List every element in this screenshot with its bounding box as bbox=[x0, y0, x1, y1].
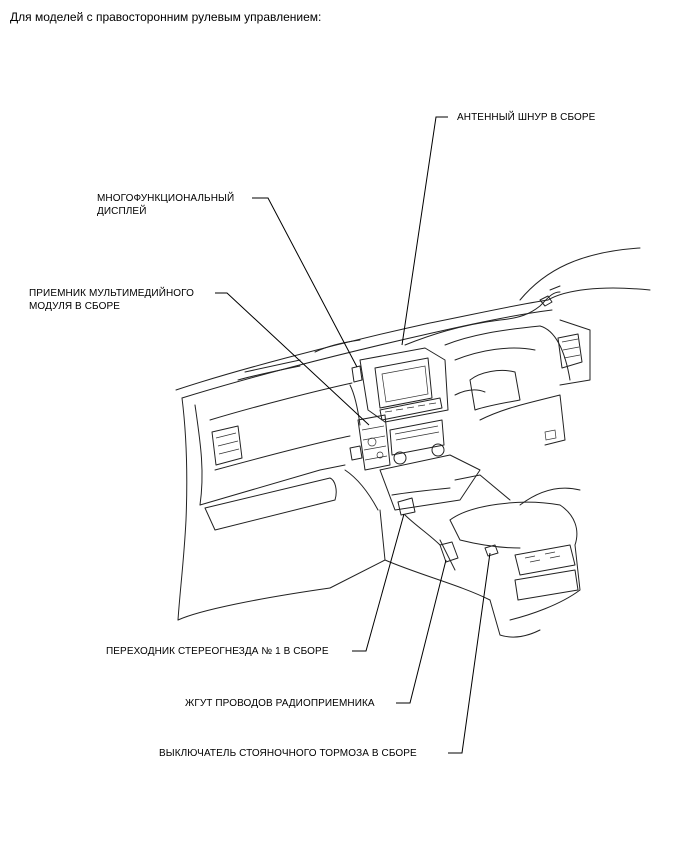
label-multifunction-display: МНОГОФУНКЦИОНАЛЬНЫЙ ДИСПЛЕЙ bbox=[97, 192, 234, 218]
label-multimedia-receiver-line1: ПРИЕМНИК МУЛЬТИМЕДИЙНОГО bbox=[29, 288, 195, 299]
label-multifunction-display-line1: МНОГОФУНКЦИОНАЛЬНЫЙ bbox=[97, 193, 235, 204]
label-radio-wire-harness: ЖГУТ ПРОВОДОВ РАДИОПРИЕМНИКА bbox=[185, 698, 375, 709]
leader-lines bbox=[215, 116, 491, 754]
antenna-cord-drawing bbox=[404, 285, 561, 346]
label-multimedia-receiver-line2: МОДУЛЯ В СБОРЕ bbox=[29, 301, 120, 312]
label-multimedia-receiver: ПРИЕМНИК МУЛЬТИМЕДИЙНОГО МОДУЛЯ В СБОРЕ bbox=[29, 287, 194, 313]
label-multifunction-display-line2: ДИСПЛЕЙ bbox=[97, 206, 147, 217]
receiver-module-drawing bbox=[349, 414, 391, 471]
label-parking-brake-switch: ВЫКЛЮЧАТЕЛЬ СТОЯНОЧНОГО ТОРМОЗА В СБОРЕ bbox=[159, 748, 417, 759]
dashboard-outline bbox=[175, 247, 651, 638]
page-header: Для моделей с правосторонним рулевым упр… bbox=[10, 10, 322, 24]
multifunction-display-drawing bbox=[349, 347, 449, 465]
label-stereo-jack-adapter: ПЕРЕХОДНИК СТЕРЕОГНЕЗДА № 1 В СБОРЕ bbox=[106, 646, 329, 657]
console-parts-drawing bbox=[397, 497, 499, 563]
label-antenna-cord: АНТЕННЫЙ ШНУР В СБОРЕ bbox=[457, 112, 596, 123]
